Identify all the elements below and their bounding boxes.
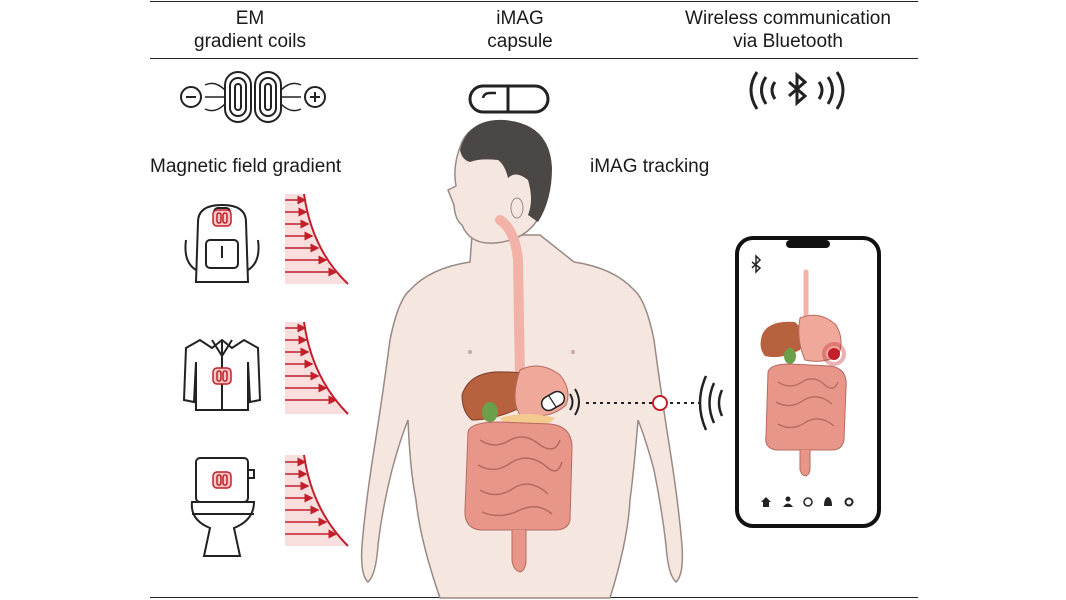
header-wireless-line1: Wireless communication	[685, 8, 891, 29]
header-wireless-line2: via Bluetooth	[733, 31, 843, 52]
capsule-in-body	[540, 388, 580, 416]
settings-icon[interactable]	[844, 497, 854, 507]
user-icon[interactable]	[783, 496, 793, 508]
header-em-line1: EM	[235, 8, 265, 29]
esophagus	[495, 215, 525, 385]
tracking-link	[586, 375, 724, 431]
backpack-icon	[184, 203, 260, 283]
jacket-coil	[212, 367, 232, 385]
home-icon[interactable]	[761, 497, 771, 507]
capsule-icon	[468, 84, 550, 114]
timer-icon[interactable]	[803, 497, 813, 507]
digestive-organs	[461, 365, 573, 573]
header-wireless: Wireless communication via Bluetooth	[658, 7, 918, 53]
top-rule	[150, 1, 918, 2]
header-divider	[150, 58, 918, 59]
header-em-coils: EM gradient coils	[160, 7, 340, 53]
header-capsule-line2: capsule	[487, 31, 553, 52]
field-gradient-2	[285, 321, 349, 415]
label-imag-tracking: iMAG tracking	[590, 156, 710, 177]
header-imag-capsule: iMAG capsule	[430, 7, 610, 53]
header-capsule-line1: iMAG	[496, 8, 544, 29]
backpack-coil	[212, 209, 232, 227]
notifications-icon[interactable]	[824, 497, 832, 506]
label-magnetic-gradient: Magnetic field gradient	[150, 156, 342, 177]
phone-nav-bar	[761, 496, 854, 508]
toilet-coil	[212, 471, 232, 489]
field-gradient-3	[285, 454, 349, 547]
field-gradient-1	[285, 193, 349, 285]
bluetooth-waves-icon	[749, 71, 845, 110]
smartphone-icon	[735, 236, 881, 528]
header-em-line2: gradient coils	[194, 31, 306, 52]
electromagnetic-coil-icon	[180, 71, 326, 123]
